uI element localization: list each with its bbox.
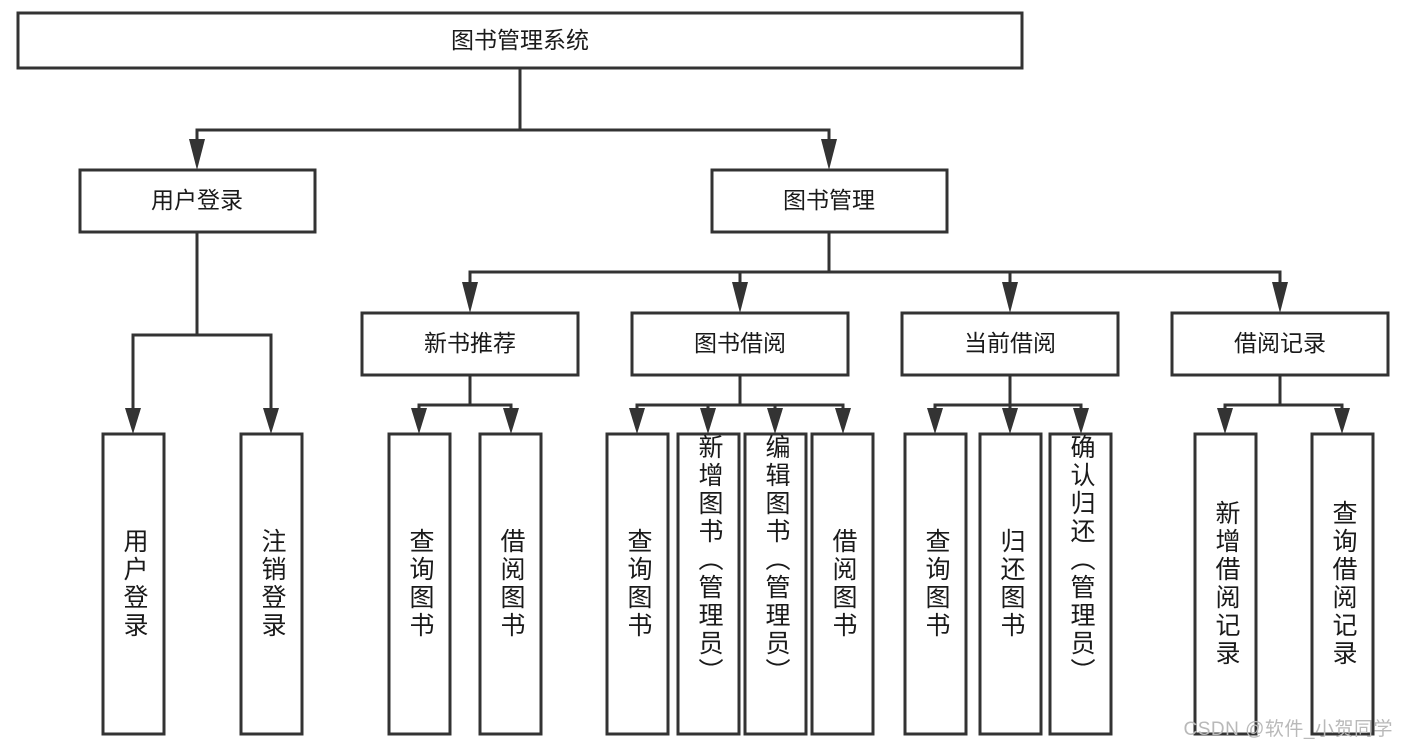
arrowhead-borrow-record-leaf-2	[1334, 408, 1350, 434]
node-book-manage-label: 图书管理	[783, 187, 875, 213]
node-current-borrow-box[interactable]	[900, 311, 1120, 377]
arrowhead-book-manage-to-current-borrow	[1002, 282, 1018, 313]
node-new-book-recommend[interactable]: 新书推荐	[360, 311, 580, 377]
arrowhead-root-to-user-login	[189, 139, 205, 170]
node-root[interactable]: 图书管理系统	[16, 11, 1024, 70]
leaf-box-query-record[interactable]	[1310, 432, 1375, 736]
leaf-box-confirm-return[interactable]	[1048, 432, 1113, 736]
leaf-box-query-book-3[interactable]	[903, 432, 968, 736]
node-new-book-recommend-label: 新书推荐	[424, 330, 516, 356]
node-new-book-recommend-box[interactable]	[360, 311, 580, 377]
arrowhead-book-manage-to-book-borrow	[732, 282, 748, 313]
leaf-box-query-book-2[interactable]	[605, 432, 670, 736]
leaf-box-borrow-book-2[interactable]	[810, 432, 875, 736]
node-book-borrow-label: 图书借阅	[694, 330, 786, 356]
arrowhead-book-manage-to-new-book	[462, 282, 478, 313]
node-root-box[interactable]	[16, 11, 1024, 70]
leaf-box-return-book[interactable]	[978, 432, 1043, 736]
arrowhead-book-manage-to-borrow-record	[1272, 282, 1288, 313]
node-root-label: 图书管理系统	[451, 27, 589, 53]
csdn-watermark: CSDN @软件_小贺同学	[1183, 719, 1393, 740]
leaf-box-add-record[interactable]	[1193, 432, 1258, 736]
arrowhead-new-book-leaf-2	[503, 408, 519, 434]
leaf-box-edit-book[interactable]	[743, 432, 808, 736]
node-current-borrow[interactable]: 当前借阅	[900, 311, 1120, 377]
arrowhead-current-borrow-leaf-2	[1002, 408, 1018, 434]
node-user-login-box[interactable]	[78, 168, 317, 234]
arrowhead-book-borrow-leaf-2	[700, 408, 716, 434]
arrowhead-book-borrow-leaf-4	[835, 408, 851, 434]
arrowhead-root-to-book-manage	[821, 139, 837, 170]
leaf-box-add-book[interactable]	[676, 432, 741, 736]
node-borrow-record[interactable]: 借阅记录	[1170, 311, 1390, 377]
leaf-box-borrow-book-1[interactable]	[478, 432, 543, 736]
leaf-box-logout[interactable]	[239, 432, 304, 736]
leaf-box-user-login[interactable]	[101, 432, 166, 736]
arrowhead-user-login-leaf-2	[263, 408, 279, 434]
leaf-box-query-book-1[interactable]	[387, 432, 452, 736]
connector-layer	[125, 66, 1350, 434]
arrowhead-current-borrow-leaf-1	[927, 408, 943, 434]
arrowhead-new-book-leaf-1	[411, 408, 427, 434]
node-borrow-record-label: 借阅记录	[1234, 330, 1326, 356]
arrowhead-borrow-record-leaf-1	[1217, 408, 1233, 434]
arrowhead-current-borrow-leaf-3	[1073, 408, 1089, 434]
node-borrow-record-box[interactable]	[1170, 311, 1390, 377]
node-user-login[interactable]: 用户登录	[78, 168, 317, 234]
arrowhead-book-borrow-leaf-1	[629, 408, 645, 434]
node-book-borrow-box[interactable]	[630, 311, 850, 377]
node-book-borrow[interactable]: 图书借阅	[630, 311, 850, 377]
arrowhead-user-login-leaf-1	[125, 408, 141, 434]
leaf-box-layer	[101, 432, 1375, 736]
node-book-manage[interactable]: 图书管理	[710, 168, 949, 234]
arrowhead-book-borrow-leaf-3	[767, 408, 783, 434]
node-user-login-label: 用户登录	[151, 187, 243, 213]
node-current-borrow-label: 当前借阅	[964, 330, 1056, 356]
node-book-manage-box[interactable]	[710, 168, 949, 234]
